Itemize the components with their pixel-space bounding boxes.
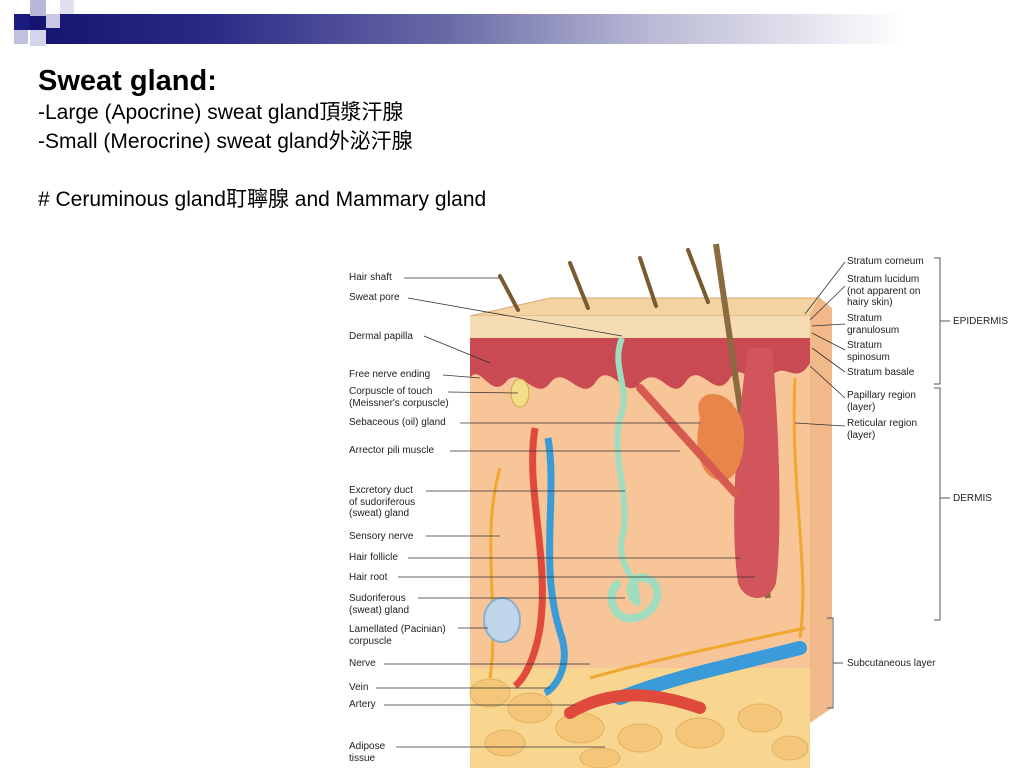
skin-diagram: Hair shaft Sweat pore Dermal papilla Fre… — [340, 238, 1024, 768]
label-hair-shaft: Hair shaft — [349, 272, 392, 283]
label-hair-follicle: Hair follicle — [349, 552, 398, 563]
label-reticular-region: Reticular region (layer) — [847, 418, 918, 441]
label-artery: Artery — [349, 699, 376, 710]
slide-body: Sweat gland: -Large (Apocrine) sweat gla… — [38, 64, 838, 214]
skin-illustration — [376, 243, 950, 768]
header-square-light — [14, 30, 28, 44]
bullet-line-apocrine: -Large (Apocrine) sweat gland頂漿汗腺 — [38, 101, 404, 124]
hair-shafts — [498, 248, 710, 312]
label-sweat-pore: Sweat pore — [349, 292, 400, 303]
label-lamellated-corpuscle: Lamellated (Pacinian) corpuscle — [349, 624, 446, 647]
adipose-layer — [470, 668, 810, 768]
label-stratum-granulosum: Stratum granulosum — [847, 313, 900, 336]
epidermis-surface — [469, 297, 821, 317]
nerve-fibers — [488, 377, 806, 680]
label-epidermis: EPIDERMIS — [953, 316, 1009, 327]
stratum-layers — [470, 316, 810, 338]
label-hair-root: Hair root — [349, 572, 388, 583]
header-square-light — [30, 0, 46, 16]
sweat-duct — [614, 336, 640, 599]
pacinian-corpuscle — [483, 597, 521, 643]
label-dermis: DERMIS — [953, 493, 992, 504]
label-stratum-basale: Stratum basale — [847, 367, 915, 378]
slide-header — [0, 0, 1024, 60]
label-stratum-spinosum: Stratum spinosum — [847, 340, 890, 363]
label-nerve: Nerve — [349, 658, 376, 669]
label-subcutaneous-layer: Subcutaneous layer — [847, 658, 936, 669]
header-square-light — [46, 14, 60, 28]
label-arrector-pili: Arrector pili muscle — [349, 445, 435, 456]
label-stratum-lucidum: Stratum lucidum (not apparent on hairy s… — [847, 274, 921, 308]
label-stratum-corneum: Stratum corneum — [847, 256, 924, 267]
bullet-line-ceruminous: # Ceruminous gland耵聹腺 and Mammary gland — [38, 188, 487, 211]
block-side-face — [810, 298, 832, 723]
left-leader-lines — [376, 277, 755, 748]
header-square-light — [30, 30, 46, 46]
label-adipose-tissue: Adipose tissue — [349, 741, 386, 764]
sweat-gland-coil — [607, 573, 662, 623]
slide-title: Sweat gland: — [38, 65, 217, 97]
arrector-pili — [636, 384, 739, 497]
adipose-cells — [469, 678, 809, 768]
dermal-papillae — [470, 338, 810, 389]
label-vein: Vein — [349, 682, 369, 693]
label-corpuscle-of-touch: Corpuscle of touch (Meissner's corpuscle… — [349, 386, 449, 409]
label-dermal-papilla: Dermal papilla — [349, 331, 413, 342]
header-square-light — [60, 0, 74, 14]
label-sensory-nerve: Sensory nerve — [349, 531, 414, 542]
label-sudoriferous-gland: Sudoriferous (sweat) gland — [349, 593, 410, 616]
artery-trunk — [564, 689, 706, 719]
label-sebaceous-gland: Sebaceous (oil) gland — [349, 417, 446, 428]
right-leader-lines — [794, 261, 846, 427]
label-free-nerve-ending: Free nerve ending — [349, 369, 431, 380]
vein-vessel — [543, 437, 568, 697]
bullet-line-merocrine: -Small (Merocrine) sweat gland外泌汗腺 — [38, 130, 413, 153]
label-excretory-duct: Excretory duct of sudoriferous (sweat) g… — [349, 485, 416, 519]
header-gradient-bar — [30, 14, 1024, 44]
region-brackets — [827, 257, 950, 709]
artery-vessel — [512, 427, 546, 689]
label-papillary-region: Papillary region (layer) — [847, 390, 916, 413]
hair-follicle — [734, 348, 780, 598]
header-square-dark — [14, 14, 30, 30]
